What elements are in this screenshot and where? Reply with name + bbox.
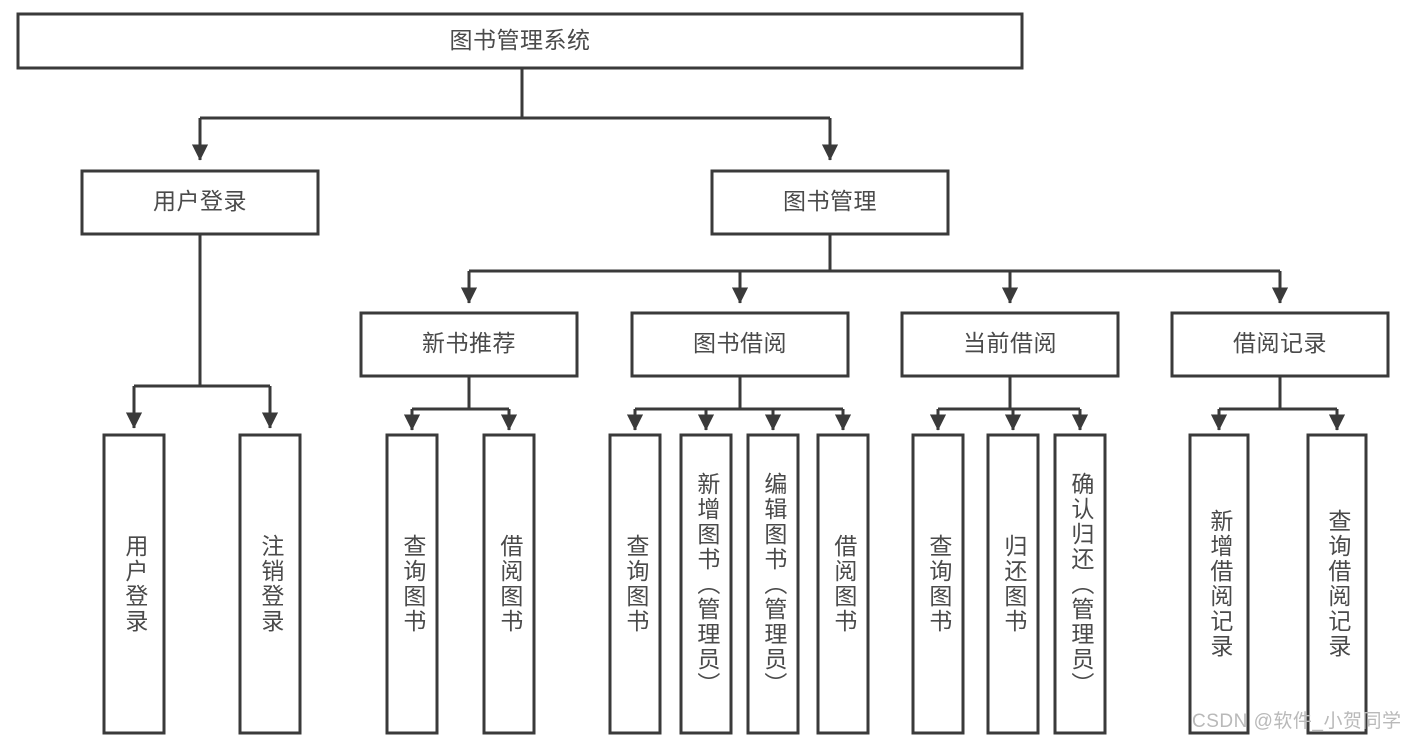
- leaf-box-query-book-rec[interactable]: [385, 433, 439, 735]
- node-book-borrow[interactable]: 图书借阅: [630, 311, 850, 378]
- edge-userlogin-to-leaves: [125, 234, 279, 429]
- node-current-borrow[interactable]: 当前借阅: [900, 311, 1120, 378]
- node-root[interactable]: 图书管理系统: [16, 12, 1024, 70]
- node-book-manage-label: 图书管理: [783, 188, 877, 214]
- node-book-manage[interactable]: 图书管理: [710, 169, 950, 236]
- leaf-box-borrow-book-br[interactable]: [816, 433, 870, 735]
- edge-newbookrec-to-leaves: [403, 376, 518, 431]
- node-borrow-record-label: 借阅记录: [1233, 330, 1327, 356]
- leaf-box-return-book[interactable]: [986, 433, 1040, 735]
- leaf-box-borrow-book-rec[interactable]: [482, 433, 536, 735]
- csdn-watermark: CSDN @软件_小贺同学: [1192, 711, 1402, 732]
- leaf-box-query-book-br[interactable]: [608, 433, 662, 735]
- node-root-label: 图书管理系统: [450, 27, 591, 53]
- node-book-borrow-label: 图书借阅: [693, 330, 787, 356]
- leaf-boxes: [102, 433, 1368, 735]
- leaf-box-query-borrow-record[interactable]: [1306, 433, 1368, 735]
- node-current-borrow-label: 当前借阅: [963, 330, 1057, 356]
- leaf-box-user-login[interactable]: [102, 433, 166, 735]
- edge-bookborrow-to-leaves: [626, 376, 852, 431]
- edge-root-to-level1: [191, 68, 839, 161]
- edge-borrowrecord-to-leaves: [1210, 376, 1346, 431]
- leaf-box-confirm-return[interactable]: [1053, 433, 1107, 735]
- node-user-login-label: 用户登录: [153, 188, 247, 214]
- leaf-box-edit-book-admin[interactable]: [746, 433, 800, 735]
- edge-currentborrow-to-leaves: [929, 376, 1089, 431]
- leaf-box-add-borrow-record[interactable]: [1188, 433, 1250, 735]
- node-user-login[interactable]: 用户登录: [80, 169, 320, 236]
- leaf-box-add-book-admin[interactable]: [679, 433, 733, 735]
- edge-bookmanage-to-level2: [460, 234, 1289, 304]
- node-new-book-recommend[interactable]: 新书推荐: [359, 311, 579, 378]
- node-new-book-recommend-label: 新书推荐: [422, 330, 516, 356]
- leaf-box-query-book-cb[interactable]: [911, 433, 965, 735]
- leaf-box-logout-login[interactable]: [238, 433, 302, 735]
- node-borrow-record[interactable]: 借阅记录: [1170, 311, 1390, 378]
